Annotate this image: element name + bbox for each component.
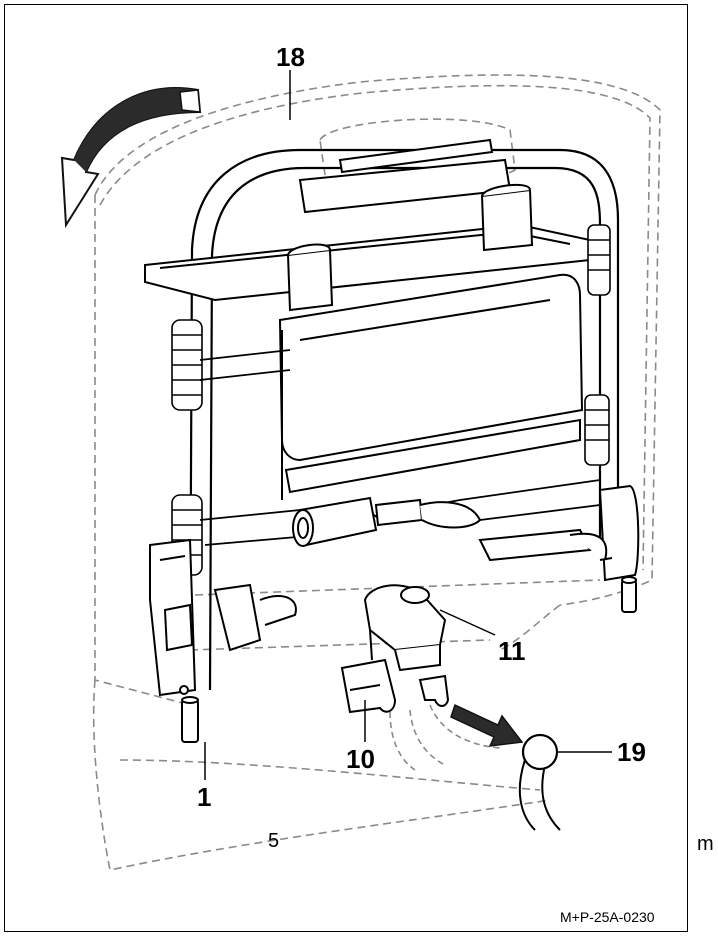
latch-10: [340, 658, 450, 714]
headrest-guides: [286, 183, 534, 312]
figure-code: M+P-25A-0230: [560, 909, 655, 925]
release-cable-path: [389, 704, 501, 771]
diagram-frame: [4, 4, 688, 932]
right-springs: [584, 224, 611, 466]
adjuster-cylinder: [292, 496, 482, 547]
release-lever-11: [363, 584, 447, 672]
callout-18: 18: [276, 42, 305, 72]
callout-1: 1: [197, 782, 212, 812]
leader-lines: [204, 70, 612, 780]
callout-19: 19: [617, 737, 646, 767]
left-springs: [171, 319, 203, 576]
callout-5: 5: [268, 830, 280, 852]
straight-arrow-icon: [450, 703, 524, 747]
left-hinge-block: [149, 538, 297, 697]
margin-mark: m: [697, 833, 714, 855]
callout-10: 10: [346, 744, 375, 774]
release-knob-19: [518, 733, 561, 831]
lumbar-panel: [278, 273, 584, 500]
callout-11: 11: [498, 636, 526, 666]
curved-arrow-icon: [60, 87, 202, 229]
right-hinge-block: [478, 484, 640, 582]
frame-pins: [181, 576, 637, 743]
backrest-frame: [188, 148, 620, 691]
